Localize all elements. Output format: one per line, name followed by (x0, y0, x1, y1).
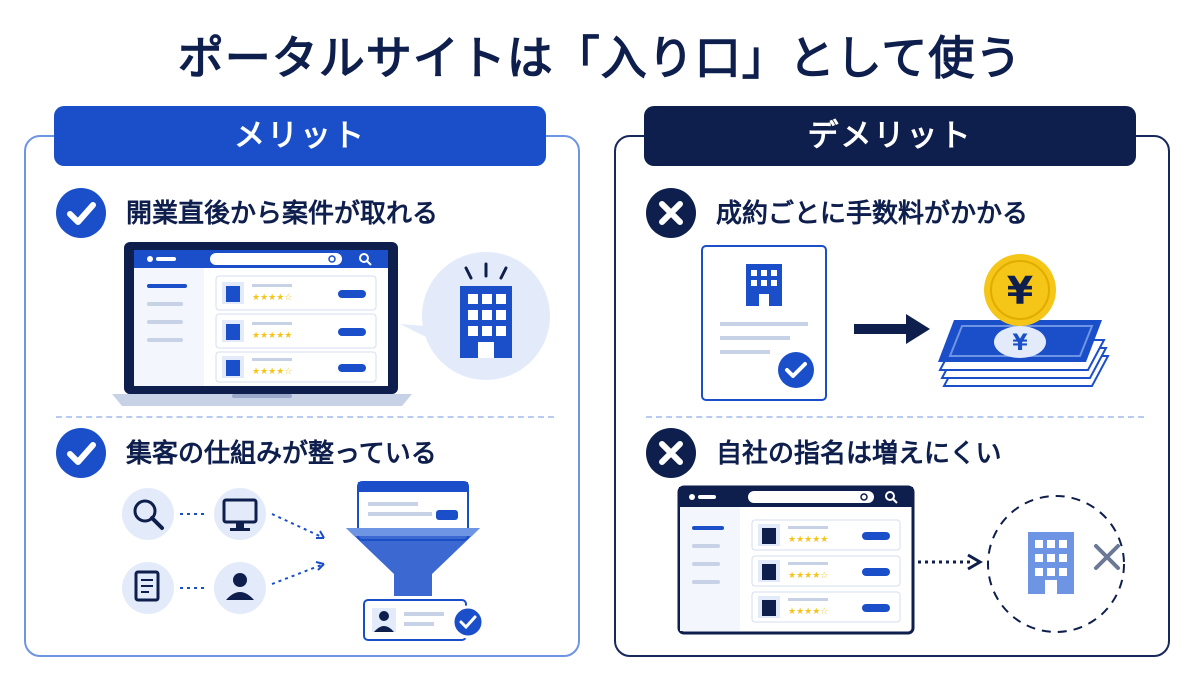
merit-header: メリット (54, 106, 546, 166)
building-bubble-icon (400, 252, 550, 380)
demerit-item-1-title: 成約ごとに手数料がかかる (716, 199, 1029, 229)
close-icon (646, 428, 696, 478)
merit-divider (56, 416, 554, 418)
building-not-selected-icon (987, 495, 1125, 633)
svg-text:★★★★★: ★★★★★ (788, 535, 828, 545)
svg-text:¥: ¥ (1012, 331, 1028, 356)
page-title: ポータルサイトは「入り口」として使う (177, 31, 1023, 85)
demerit-header: デメリット (644, 106, 1136, 166)
merit-item-2-title: 集客の仕組みが整っている (126, 439, 437, 469)
yen-money-icon: ¥ ¥ (938, 254, 1110, 387)
svg-text:★★★★☆: ★★★★☆ (788, 571, 828, 581)
user-icon (214, 562, 266, 614)
contract-document-icon (701, 245, 827, 401)
svg-text:★★★★★: ★★★★★ (252, 331, 292, 341)
search-icon (122, 488, 174, 540)
check-icon (56, 428, 106, 478)
monitor-icon (214, 488, 266, 540)
portal-browser-illustration: ★★★★★ ★★★★☆ ★★★★☆ (677, 485, 915, 635)
arrow-right-icon (854, 314, 930, 344)
merit-item-1-title: 開業直後から案件が取れる (126, 199, 439, 229)
funnel-illustration (122, 481, 485, 641)
check-icon (56, 188, 106, 238)
demerit-divider (646, 416, 1144, 418)
svg-text:★★★★☆: ★★★★☆ (252, 293, 292, 303)
laptop-portal-illustration: ★★★★☆ ★★★★★ ★★★★☆ (112, 242, 412, 406)
document-icon (122, 562, 174, 614)
demerit-item-2-title: 自社の指名は増えにくい (716, 439, 1002, 469)
svg-text:¥: ¥ (1007, 269, 1033, 313)
close-icon (646, 188, 696, 238)
svg-text:★★★★☆: ★★★★☆ (788, 607, 828, 617)
dotted-arrow-icon (918, 553, 983, 571)
svg-text:★★★★☆: ★★★★☆ (252, 367, 292, 377)
